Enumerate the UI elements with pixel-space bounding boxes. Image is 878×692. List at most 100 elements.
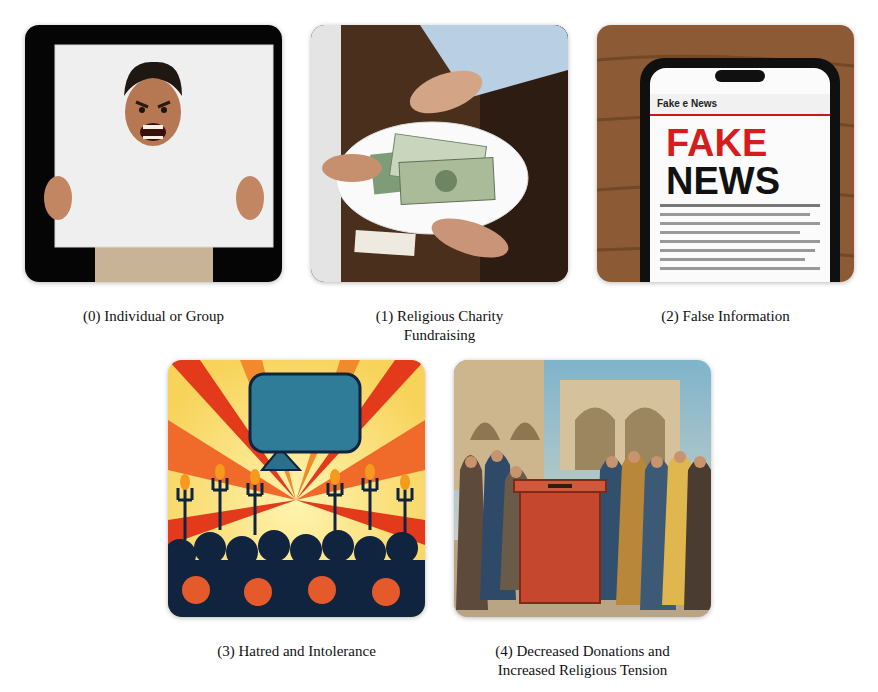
illustration-part [660,249,815,252]
illustration-part [660,213,810,216]
illustration-part [180,464,410,490]
illustration-part [398,486,412,540]
illustration-part [328,481,342,535]
illustration-part [140,123,166,141]
card-caption: (0) Individual or Group [25,307,282,326]
illustration-part [491,450,503,462]
illustration-part [660,204,820,207]
illustration-part [308,576,336,604]
illustration-part [694,456,706,468]
illustration-part [548,484,572,488]
illustration-part [660,267,820,270]
illustration-part [510,466,522,478]
illustration-part [363,476,377,530]
illustration-part [236,176,264,220]
illustration-part [454,360,711,617]
illustration-part [244,578,272,606]
illustration-part [194,532,226,564]
illustration-part [161,107,167,113]
illustration-part [178,476,412,540]
illustration-part [404,62,488,122]
angry-crowd-picture [168,360,425,617]
illustration-part [514,480,606,492]
picture-text: FAKE [666,124,767,162]
illustration-part [143,125,163,129]
picture-card: (1) Religious Charity Fundraising [311,25,568,282]
illustration-part [660,231,800,234]
card-caption: (1) Religious Charity Fundraising [355,307,525,345]
illustration-part [628,451,640,463]
picture-text: Fake e News [657,99,717,109]
illustration-part [399,158,495,205]
illustration-part [55,45,273,247]
illustration-part [372,578,400,606]
illustration-part [650,114,830,116]
illustration-part [322,530,354,562]
illustration-part [470,423,540,441]
illustration-part [651,456,663,468]
illustration-part [560,380,680,470]
illustration-part [575,408,665,471]
illustration-part [182,576,210,604]
illustration-part [168,360,425,617]
illustration-part [400,474,410,490]
illustration-part [250,374,360,452]
picture-card: (3) Hatred and Intolerance [168,360,425,617]
illustration-part [168,539,196,571]
illustration-part [139,107,145,113]
illustration-part [354,230,415,256]
illustration-part [226,536,258,568]
illustration-part [715,70,765,82]
illustration-part [182,576,400,606]
illustration-part [44,176,72,220]
illustration-part [520,485,600,603]
illustration-part [660,222,820,225]
illustration-part [25,25,282,282]
donation-box-crowd-picture [454,360,711,617]
angry-person-picture [25,25,282,282]
illustration-part [168,530,418,571]
illustration-part [386,532,418,564]
illustration-part [465,450,706,478]
illustration-part [660,258,805,261]
fake-news-phone-picture [597,25,854,282]
illustration-part [311,25,341,282]
illustration-part [330,469,340,485]
illustration-part [674,451,686,463]
illustration-part [650,94,830,114]
donation-plate-picture [311,25,568,282]
illustration-part [435,170,457,192]
illustration-part [95,246,213,282]
picture-text: NEWS [666,162,780,200]
illustration-part [606,456,618,468]
illustration-part [640,58,840,282]
illustration-part [365,464,375,480]
illustration-part [290,534,322,566]
illustration-part [354,536,386,568]
illustration-part [660,240,820,243]
illustration-part [650,68,830,282]
illustration-part [258,530,290,562]
illustration-part [684,459,711,610]
illustration-part [213,476,227,530]
illustration-part [322,154,382,182]
illustration-part [136,102,170,107]
card-caption: (4) Decreased Donations and Increased Re… [467,642,699,680]
illustration-part [125,78,181,146]
illustration-part [427,210,513,265]
illustration-part [250,469,260,485]
illustration-part [465,456,477,468]
card-caption: (2) False Information [597,307,854,326]
picture-card: (0) Individual or Group [25,25,282,282]
illustration-part [178,486,192,540]
card-caption: (3) Hatred and Intolerance [168,642,425,661]
illustration-part [180,474,190,490]
illustration-part [168,560,425,617]
illustration-part [456,452,711,611]
illustration-part [143,136,163,139]
illustration-part [248,481,262,535]
picture-card: (4) Decreased Donations and Increased Re… [454,360,711,617]
illustration-part [311,25,568,282]
